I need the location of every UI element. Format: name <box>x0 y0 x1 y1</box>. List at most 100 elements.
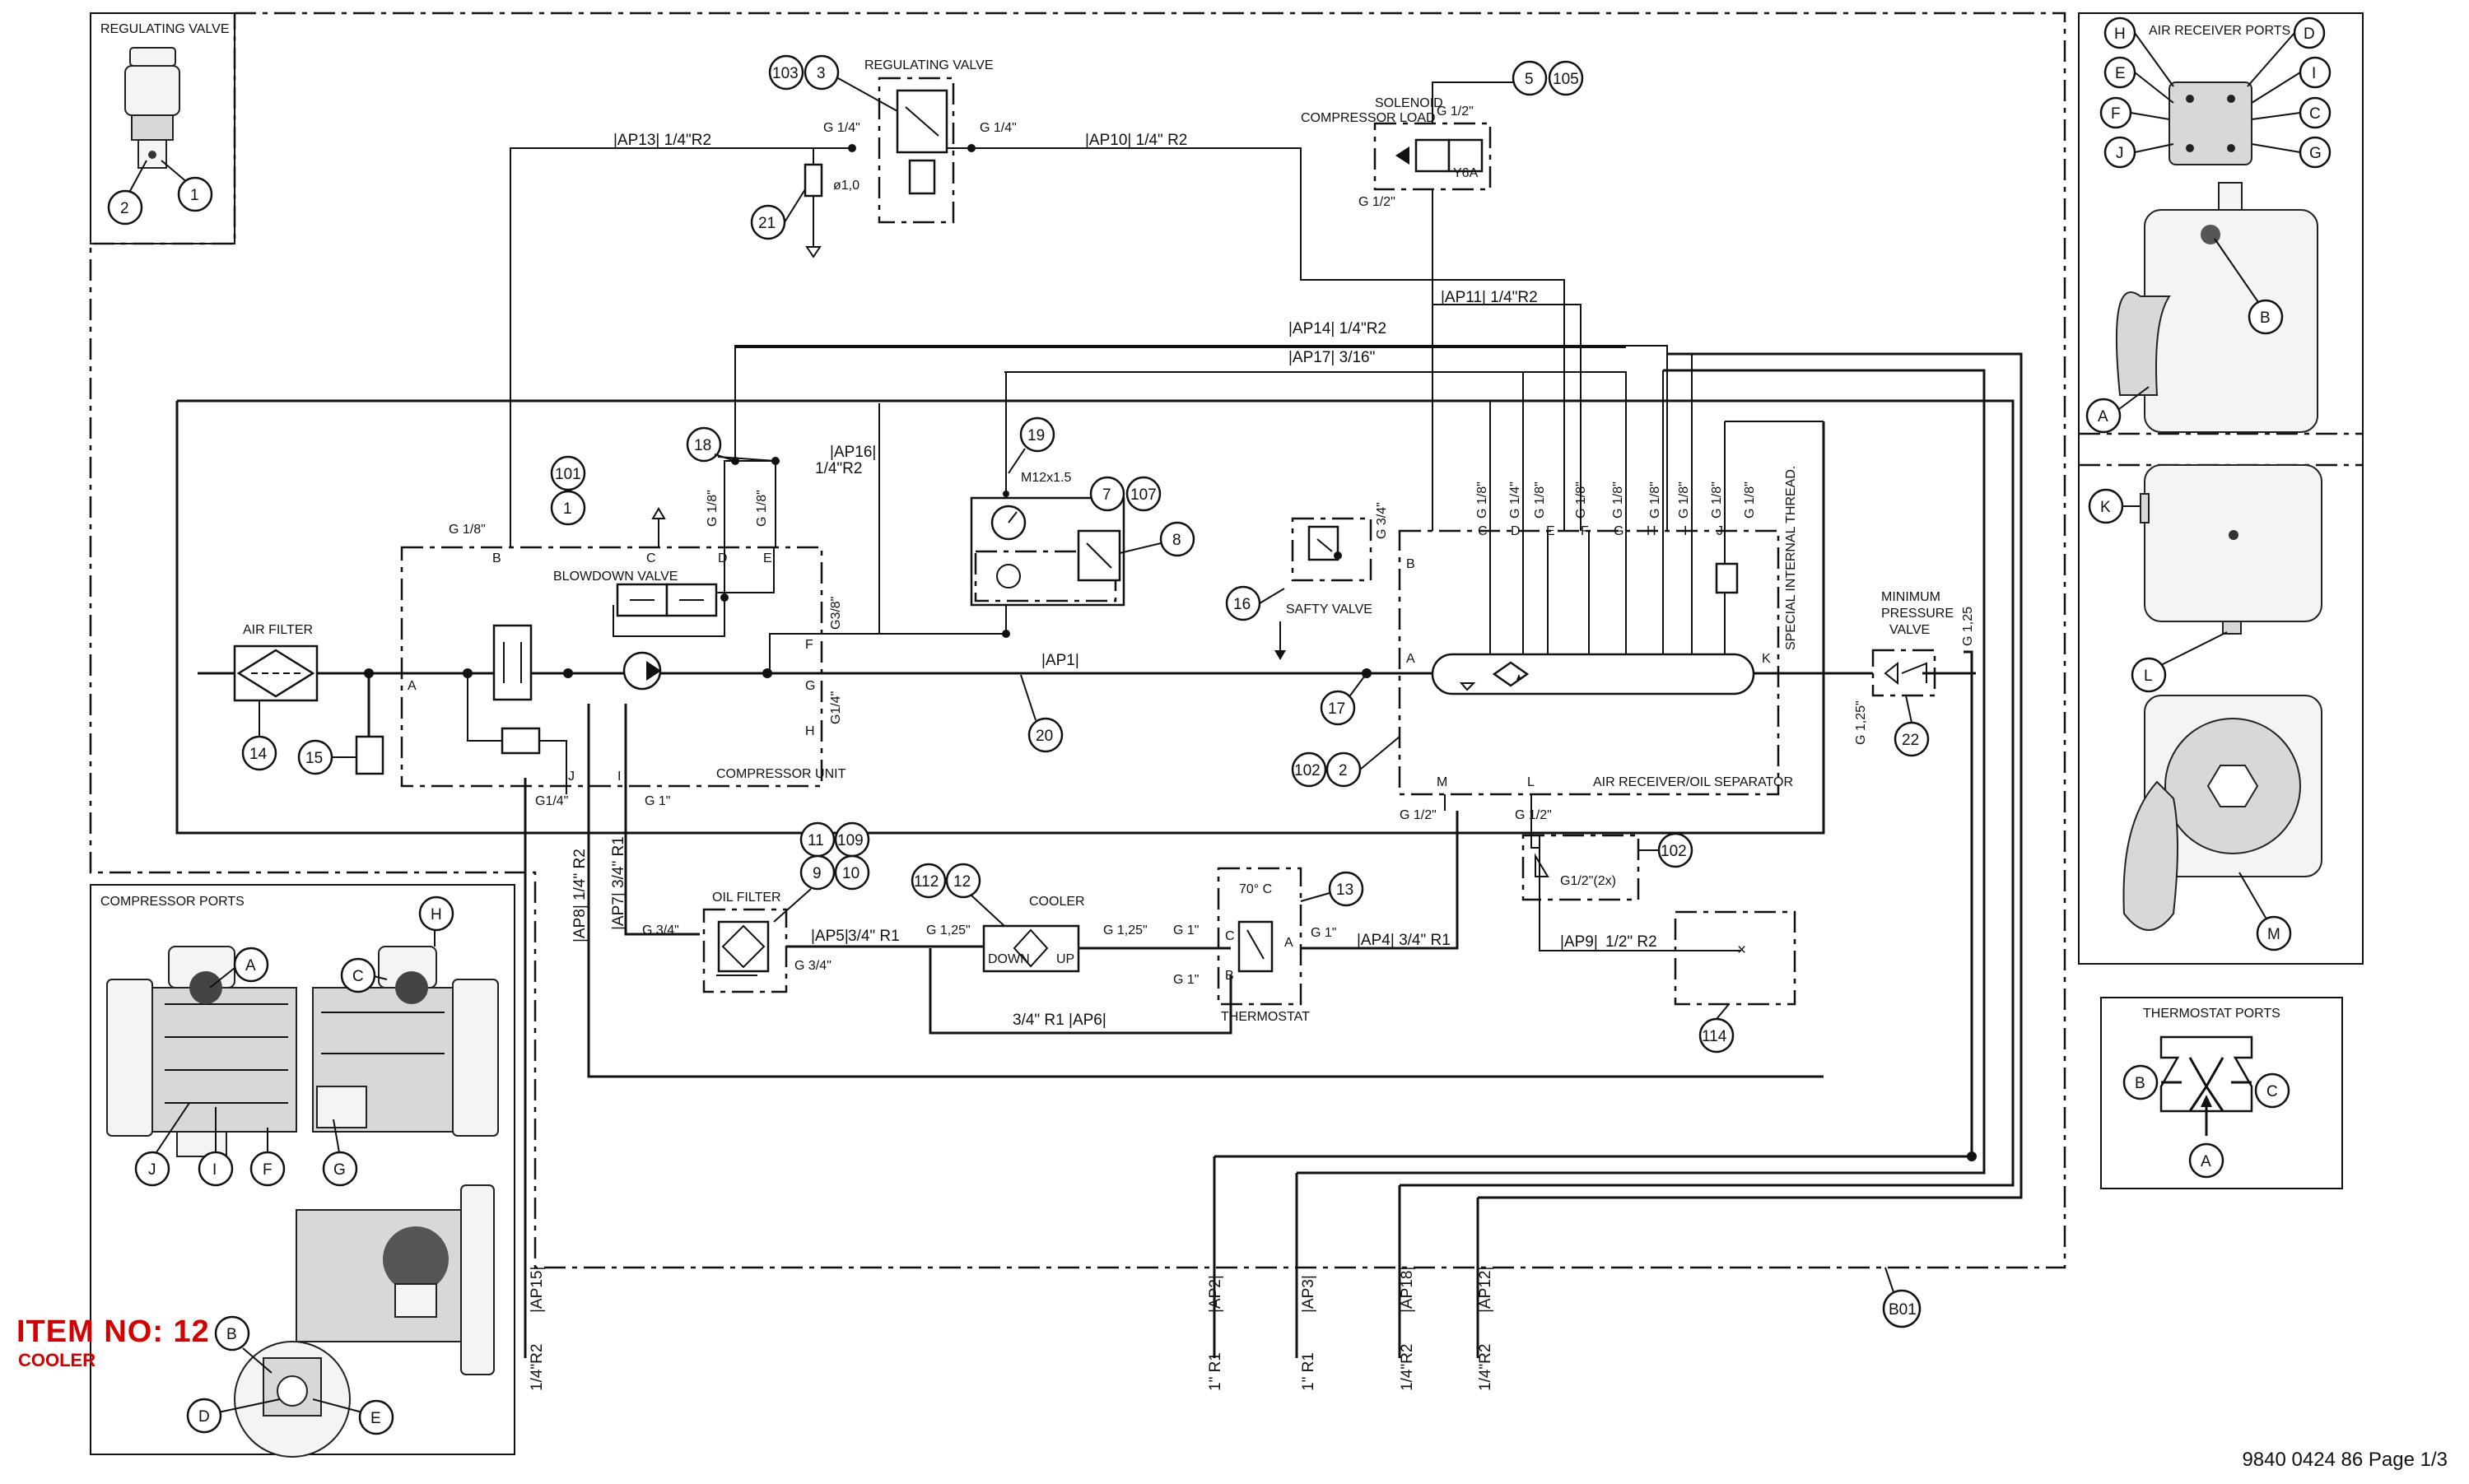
svg-text:|AP9|: |AP9| <box>1560 933 1598 951</box>
svg-text:M: M <box>1437 775 1447 789</box>
svg-text:G 1/2": G 1/2" <box>1437 105 1474 119</box>
svg-text:C: C <box>352 968 364 985</box>
svg-text:G 1,25": G 1,25" <box>1103 923 1148 937</box>
svg-text:M: M <box>2267 926 2280 943</box>
page-reference: 9840 0424 86 Page 1/3 <box>2242 1449 2448 1471</box>
compressor-drawing-3 <box>296 1184 495 1375</box>
svg-text:B: B <box>2260 309 2271 327</box>
orifice-label: ø1,0 <box>833 179 859 193</box>
svg-text:G 1/4": G 1/4" <box>1508 481 1522 519</box>
svg-text:|AP10| 1/4" R2: |AP10| 1/4" R2 <box>1085 132 1187 149</box>
regulating-valve-box <box>878 77 955 224</box>
svg-text:I: I <box>617 770 621 784</box>
svg-text:10: 10 <box>842 865 859 882</box>
min-pressure-label-2: PRESSURE <box>1881 607 1954 621</box>
svg-text:G 1/8": G 1/8" <box>706 490 720 527</box>
svg-text:D: D <box>2304 26 2315 43</box>
svg-text:|AP12|: |AP12| <box>1477 1267 1494 1313</box>
svg-text:19: 19 <box>1027 427 1045 444</box>
svg-text:101: 101 <box>555 466 581 483</box>
svg-text:17: 17 <box>1328 700 1345 718</box>
svg-text:H: H <box>805 724 815 738</box>
svg-text:107: 107 <box>1130 486 1157 504</box>
svg-text:|AP17| 3/16": |AP17| 3/16" <box>1288 349 1375 366</box>
svg-text:I: I <box>212 1161 217 1179</box>
safety-valve-label: SAFTY VALVE <box>1286 602 1372 616</box>
svg-text:|AP2|: |AP2| <box>1207 1275 1224 1313</box>
svg-text:G: G <box>1614 524 1623 538</box>
svg-text:|AP1|: |AP1| <box>1041 652 1079 669</box>
reg-valve-inset-title: REGULATING VALVE <box>100 22 229 36</box>
svg-text:F: F <box>2111 105 2121 123</box>
thermostat-ports-title: THERMOSTAT PORTS <box>2143 1007 2280 1021</box>
cooler-up-label: UP <box>1056 952 1074 966</box>
svg-text:G 1/8": G 1/8" <box>1475 481 1489 519</box>
solenoid-label-2: COMPRESSOR LOAD <box>1301 111 1436 125</box>
svg-text:G: G <box>805 679 815 693</box>
svg-text:105: 105 <box>1553 71 1579 88</box>
svg-text:G 1,25: G 1,25 <box>1961 607 1975 646</box>
svg-text:G 3/4": G 3/4" <box>1375 502 1389 539</box>
svg-text:16: 16 <box>1233 596 1251 613</box>
svg-text:112: 112 <box>914 873 939 891</box>
reg-valve-drawing <box>124 47 180 169</box>
svg-text:|AP11| 1/4"R2: |AP11| 1/4"R2 <box>1441 289 1538 306</box>
svg-text:13: 13 <box>1336 882 1353 899</box>
svg-text:G 1,25": G 1,25" <box>926 923 971 937</box>
receiver-end-view <box>2122 695 2322 931</box>
svg-text:G 1,25": G 1,25" <box>1854 700 1868 745</box>
svg-text:G 1/8": G 1/8" <box>1533 481 1547 519</box>
svg-text:1" R1: 1" R1 <box>1300 1352 1317 1391</box>
svg-text:102: 102 <box>1661 843 1687 860</box>
svg-text:3/4" R1 |AP6|: 3/4" R1 |AP6| <box>1013 1012 1106 1029</box>
svg-text:G 1": G 1" <box>1173 923 1199 937</box>
thermostat-box <box>1217 867 1302 1006</box>
svg-text:J: J <box>568 770 575 784</box>
svg-text:15: 15 <box>305 750 323 767</box>
min-pressure-label-1: MINIMUM <box>1881 590 1940 604</box>
oil-filter-box <box>702 908 788 993</box>
svg-text:F: F <box>805 638 813 652</box>
svg-text:1: 1 <box>190 187 199 204</box>
svg-text:5: 5 <box>1525 71 1534 88</box>
svg-text:A: A <box>408 679 417 693</box>
svg-text:I: I <box>1684 524 1687 538</box>
svg-text:1" R1: 1" R1 <box>1207 1352 1224 1391</box>
svg-text:G 1/2": G 1/2" <box>1400 808 1437 822</box>
svg-text:G 1/8": G 1/8" <box>1677 481 1691 519</box>
bubble-2-inset <box>107 189 143 226</box>
svg-text:22: 22 <box>1902 732 1919 749</box>
receiver-tank-side <box>2140 464 2322 635</box>
svg-text:G 1/2": G 1/2" <box>1515 808 1552 822</box>
svg-text:G 1": G 1" <box>1311 926 1336 940</box>
svg-text:|AP16|: |AP16| <box>830 444 876 461</box>
svg-text:|AP15|: |AP15| <box>529 1267 546 1313</box>
svg-text:3/4" R1: 3/4" R1 <box>848 928 900 945</box>
inner-loop-left <box>175 401 1825 835</box>
svg-text:G 1/8": G 1/8" <box>449 523 486 537</box>
svg-text:G 1": G 1" <box>1173 973 1199 987</box>
special-thread-label: SPECIAL INTERNAL THREAD. <box>1784 466 1798 650</box>
cooler-down-label: DOWN <box>988 952 1030 966</box>
svg-text:|AP4| 3/4" R1: |AP4| 3/4" R1 <box>1357 932 1451 949</box>
svg-text:|AP18|: |AP18| <box>1399 1267 1416 1313</box>
svg-text:A: A <box>2098 408 2108 426</box>
compressor-ports-title: COMPRESSOR PORTS <box>100 895 245 909</box>
svg-text:1/2" R2: 1/2" R2 <box>1605 933 1657 951</box>
svg-text:J: J <box>2116 145 2124 162</box>
svg-text:G 3/4": G 3/4" <box>642 923 679 937</box>
svg-text:D: D <box>1511 524 1521 538</box>
solenoid-tag: Y6A <box>1453 166 1479 180</box>
svg-text:2: 2 <box>120 200 129 217</box>
svg-text:8: 8 <box>1172 532 1181 549</box>
air-receiver-label: AIR RECEIVER/OIL SEPARATOR <box>1593 775 1793 789</box>
thermostat-label: THERMOSTAT <box>1221 1010 1310 1024</box>
svg-text:F: F <box>1581 524 1589 538</box>
svg-text:H: H <box>431 906 442 923</box>
svg-text:B: B <box>2135 1075 2145 1092</box>
svg-text:F: F <box>263 1161 273 1179</box>
svg-text:H: H <box>1647 524 1656 538</box>
svg-text:20: 20 <box>1036 728 1053 745</box>
